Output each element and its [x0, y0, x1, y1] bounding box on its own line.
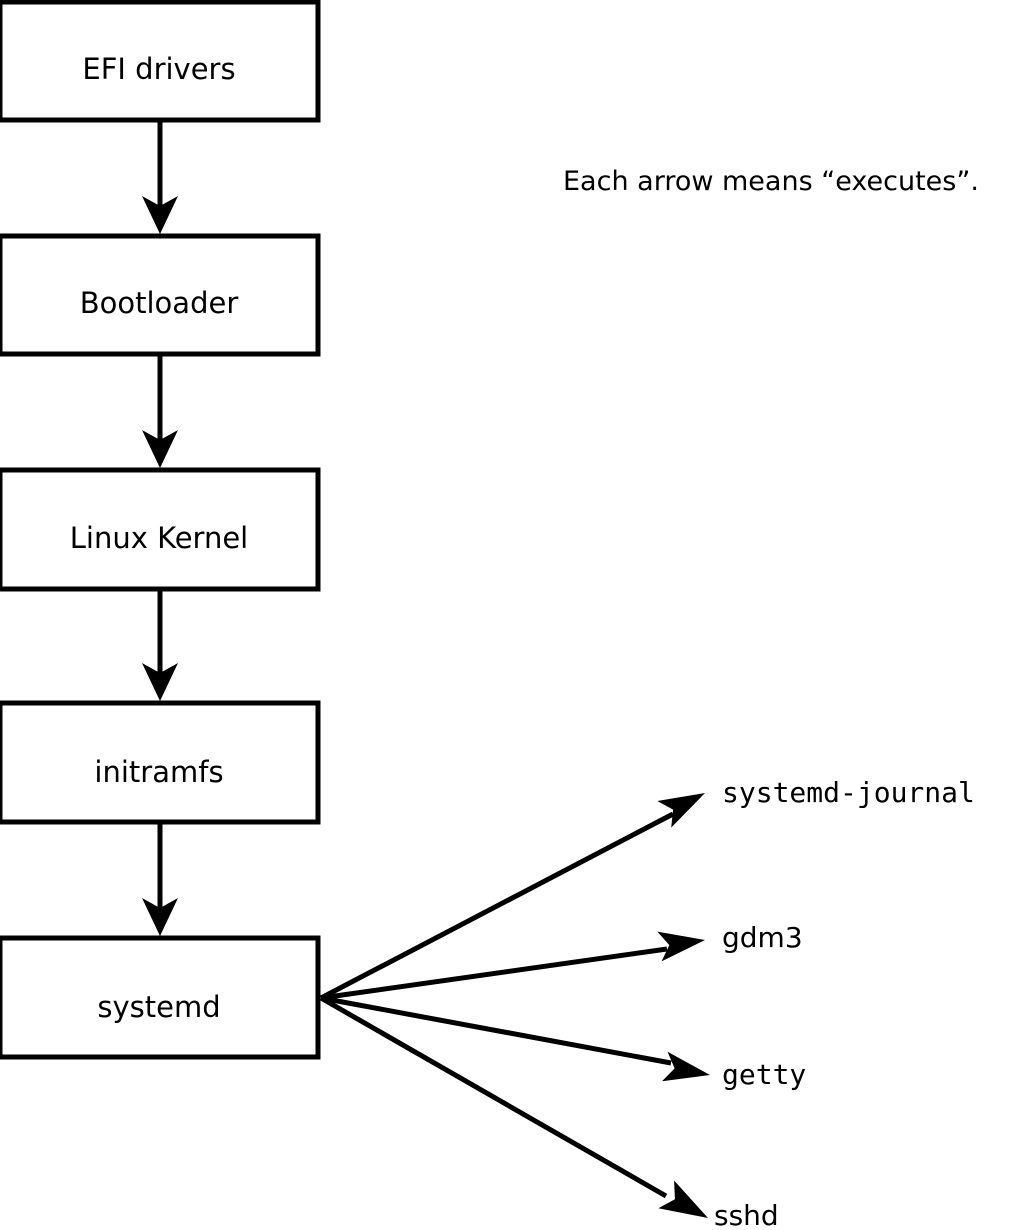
chain-edges-group — [142, 120, 178, 936]
node-box[interactable] — [0, 0, 321, 123]
arrowhead-icon — [657, 931, 705, 962]
edge-systemd-to-sshd — [319, 995, 708, 1218]
node-box[interactable] — [0, 700, 321, 825]
edge-systemd-to-getty — [320, 995, 710, 1082]
edge-kernel-to-initramfs — [142, 589, 178, 701]
edge-systemd-to-gdm3 — [320, 931, 705, 1001]
arrowhead-icon — [142, 898, 178, 936]
arrowhead-icon — [142, 663, 178, 701]
node-box[interactable] — [0, 233, 321, 357]
node-efi-drivers[interactable]: EFI drivers — [0, 0, 321, 123]
arrowhead-icon — [142, 196, 178, 234]
edge-line — [319, 995, 668, 1199]
node-label: initramfs — [94, 755, 223, 789]
node-label: Linux Kernel — [70, 521, 248, 555]
node-bootloader[interactable]: Bootloader — [0, 233, 321, 357]
edge-line — [320, 995, 672, 1066]
leaf-label-sshd: sshd — [714, 1199, 779, 1230]
legend-note: Each arrow means “executes”. — [563, 166, 979, 197]
edge-systemd-to-systemd-journal — [319, 793, 705, 1001]
edge-bootloader-to-kernel — [142, 354, 178, 468]
leaf-label-getty: getty — [722, 1058, 806, 1091]
leaf-label-gdm3: gdm3 — [722, 921, 803, 954]
arrowhead-icon — [662, 1051, 710, 1082]
node-label: Bootloader — [80, 286, 239, 320]
node-box[interactable] — [0, 935, 321, 1060]
node-initramfs[interactable]: initramfs — [0, 700, 321, 825]
node-linux-kernel[interactable]: Linux Kernel — [0, 467, 321, 592]
node-box[interactable] — [0, 467, 321, 592]
edge-initramfs-to-systemd — [142, 822, 178, 936]
node-label: systemd — [97, 990, 220, 1024]
arrowhead-icon — [142, 430, 178, 468]
node-systemd[interactable]: systemd — [0, 935, 321, 1060]
fanout-edges-group — [319, 793, 710, 1218]
node-label: EFI drivers — [82, 52, 235, 86]
arrowhead-icon — [658, 1180, 708, 1218]
edge-line — [319, 811, 675, 1001]
edge-efi-to-bootloader — [142, 120, 178, 234]
arrowhead-icon — [657, 793, 705, 828]
edge-line — [320, 946, 668, 1001]
leaf-label-systemd-journal: systemd-journal — [722, 776, 975, 809]
